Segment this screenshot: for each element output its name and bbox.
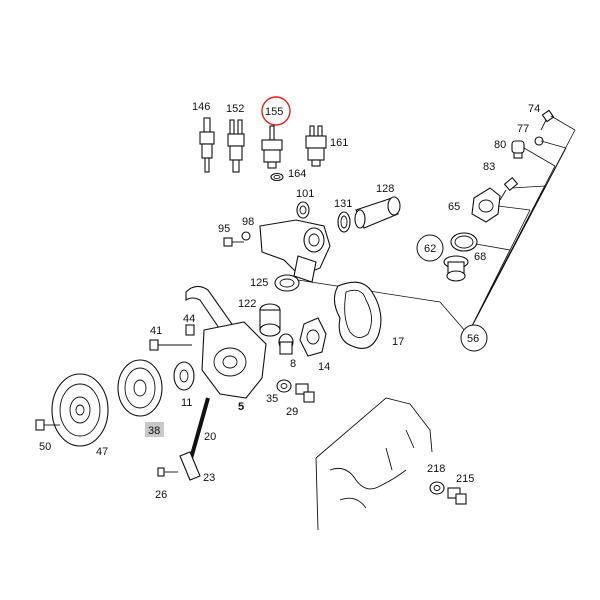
label-20[interactable]: 20 (204, 431, 216, 443)
label-122[interactable]: 122 (238, 298, 256, 310)
highlight-box-38 (145, 422, 164, 437)
label-101[interactable]: 101 (296, 188, 314, 200)
highlight-circle-155 (261, 96, 291, 126)
label-95[interactable]: 95 (218, 223, 230, 235)
part-152-temperature-sensor[interactable] (227, 119, 245, 173)
label-155[interactable]: 155 (265, 106, 283, 118)
label-50[interactable]: 50 (39, 441, 51, 453)
label-56[interactable]: 56 (467, 333, 479, 345)
label-146[interactable]: 146 (192, 101, 210, 113)
part-65-thermostat-housing[interactable] (471, 187, 501, 223)
part-122-hose[interactable] (259, 303, 281, 337)
label-65[interactable]: 65 (448, 201, 460, 213)
upper-housing (259, 219, 331, 283)
label-161[interactable]: 161 (330, 137, 348, 149)
part-131-o-ring[interactable] (337, 211, 351, 233)
label-98[interactable]: 98 (242, 216, 254, 228)
label-5[interactable]: 5 (238, 401, 244, 413)
part-128-coolant-pipe[interactable] (354, 196, 401, 229)
part-20-rod[interactable] (188, 397, 210, 463)
part-26-bolt[interactable] (157, 467, 178, 477)
label-80[interactable]: 80 (494, 139, 506, 151)
part-155-temperature-switch[interactable] (261, 125, 283, 169)
label-218[interactable]: 218 (427, 463, 445, 475)
part-44-washer[interactable] (185, 324, 195, 336)
part-17-gasket[interactable] (333, 281, 382, 349)
part-29-drain-plug[interactable] (295, 383, 315, 403)
part-14-housing-cover[interactable] (299, 317, 327, 357)
label-128[interactable]: 128 (376, 183, 394, 195)
part-101-seal[interactable] (296, 201, 310, 219)
label-74[interactable]: 74 (528, 103, 540, 115)
part-23-bracket[interactable] (179, 451, 201, 481)
part-11-pulley-hub[interactable] (173, 361, 195, 391)
part-80-plug[interactable] (511, 140, 525, 159)
label-26[interactable]: 26 (155, 489, 167, 501)
label-83[interactable]: 83 (483, 161, 495, 173)
label-62[interactable]: 62 (424, 243, 436, 255)
part-35-seal-ring[interactable] (276, 379, 292, 393)
part-74-bolt[interactable] (540, 109, 555, 131)
part-125-hose-clamp[interactable] (274, 274, 300, 292)
label-164[interactable]: 164 (288, 168, 306, 180)
label-23[interactable]: 23 (203, 472, 215, 484)
engine-block-outline (315, 397, 433, 531)
part-215-plug[interactable] (447, 487, 467, 505)
label-35[interactable]: 35 (266, 393, 278, 405)
label-17[interactable]: 17 (392, 336, 404, 348)
part-146-temperature-sensor[interactable] (199, 117, 215, 173)
label-14[interactable]: 14 (318, 361, 330, 373)
label-215[interactable]: 215 (456, 473, 474, 485)
callout-circle-56 (460, 324, 488, 352)
callout-circle-62 (416, 234, 444, 262)
label-11[interactable]: 11 (181, 397, 192, 409)
part-47-crank-pulley[interactable] (51, 373, 109, 447)
part-8-plug[interactable] (278, 333, 294, 355)
label-41[interactable]: 41 (150, 325, 162, 337)
part-98-washer[interactable] (241, 231, 251, 241)
label-152[interactable]: 152 (226, 103, 244, 115)
part-38-belt-pulley[interactable] (117, 359, 163, 417)
label-44[interactable]: 44 (183, 313, 195, 325)
label-131[interactable]: 131 (334, 198, 352, 210)
label-47[interactable]: 47 (96, 446, 108, 458)
label-29[interactable]: 29 (286, 406, 298, 418)
part-41-bolt[interactable] (149, 339, 192, 351)
part-218-seal-ring[interactable] (429, 481, 445, 495)
label-125[interactable]: 125 (250, 277, 268, 289)
label-77[interactable]: 77 (517, 123, 529, 135)
part-164-seal-ring[interactable] (270, 172, 284, 182)
part-95-bolt[interactable] (223, 237, 244, 247)
label-8[interactable]: 8 (290, 358, 296, 370)
part-68-o-ring[interactable] (450, 232, 478, 252)
part-50-bolt[interactable] (35, 419, 60, 431)
part-5-water-pump[interactable] (201, 321, 267, 399)
label-38[interactable]: 38 (148, 425, 160, 437)
callout-56-leader-lines (297, 115, 576, 333)
part-62-thermostat[interactable] (443, 255, 469, 282)
part-161-temperature-switch[interactable] (305, 125, 327, 167)
part-83-bolt[interactable] (499, 176, 519, 201)
part-77-seal[interactable] (534, 136, 544, 146)
label-68[interactable]: 68 (474, 251, 486, 263)
